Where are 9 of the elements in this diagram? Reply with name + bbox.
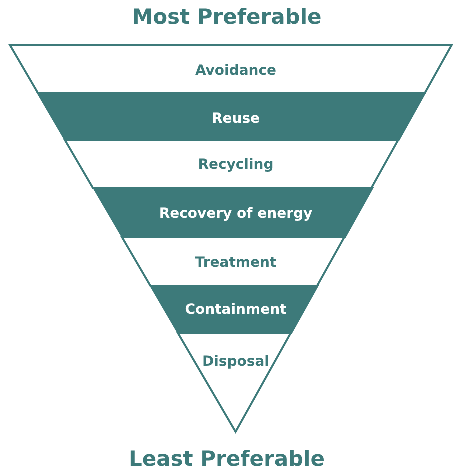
band-label: Avoidance: [195, 63, 277, 79]
band-label: Disposal: [202, 354, 270, 370]
band-label: Treatment: [195, 255, 277, 271]
band-label: Recycling: [198, 157, 274, 173]
band-label: Containment: [185, 302, 287, 318]
top-heading: Most Preferable: [131, 5, 323, 29]
band-label: Reuse: [212, 111, 260, 127]
band-label: Recovery of energy: [159, 206, 313, 222]
bottom-heading: Least Preferable: [128, 447, 326, 471]
